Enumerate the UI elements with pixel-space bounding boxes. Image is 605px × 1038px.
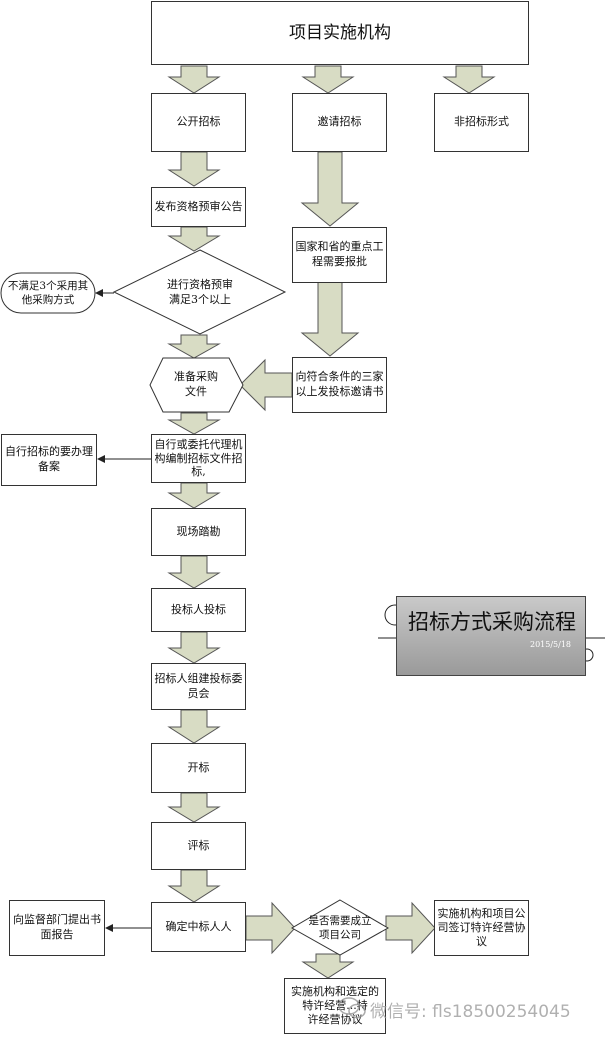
non-tender-label: 非招标形式 bbox=[454, 115, 509, 129]
open-tender-node: 公开招标 bbox=[151, 93, 246, 152]
wechat-icon bbox=[338, 997, 366, 1019]
arrow-need-company-to-sign-org bbox=[385, 901, 436, 955]
arrow-national-to-invite-send bbox=[300, 281, 360, 357]
sign-org-line3: 议 bbox=[476, 934, 487, 948]
arrow-invite-send-to-prepare bbox=[239, 358, 293, 412]
prepare-line2: 文件 bbox=[185, 385, 207, 398]
decision-diamond bbox=[112, 249, 287, 335]
national-node: 国家和省的重点工 程需要报批 bbox=[292, 227, 387, 283]
invite-tender-label: 邀请招标 bbox=[317, 115, 362, 129]
bid-label: 投标人投标 bbox=[171, 602, 226, 616]
arrow-decision-to-prepare bbox=[167, 334, 221, 359]
open-tender-label: 公开招标 bbox=[176, 115, 221, 129]
arrow-org-to-invite bbox=[301, 65, 355, 94]
sign-select-node: 实施机构和选定的 特许经营...特 许经营协议 bbox=[284, 978, 386, 1034]
need-company-diamond bbox=[290, 899, 390, 956]
sign-select-line1: 实施机构和选定的 bbox=[291, 985, 379, 999]
prepare-line1: 准备采购 bbox=[174, 370, 218, 384]
self-record-line2: 备案 bbox=[38, 460, 60, 473]
committee-line2: 员会 bbox=[187, 686, 210, 700]
thin-arrows bbox=[95, 289, 152, 932]
invite-send-line2: 以上发投标邀请书 bbox=[295, 385, 384, 398]
arrow-evaluate-to-winner bbox=[167, 869, 221, 903]
sign-org-node: 实施机构和项目公 司签订特许经营协 议 bbox=[434, 900, 529, 956]
org-label: 项目实施机构 bbox=[289, 22, 391, 43]
arrow-open-to-publish bbox=[167, 151, 221, 187]
non-tender-node: 非招标形式 bbox=[434, 93, 529, 152]
sign-select-line2: 特许经营...特 bbox=[302, 999, 368, 1013]
prepare-hexagon bbox=[149, 357, 244, 413]
publish-node: 发布资格预审公告 bbox=[151, 187, 246, 227]
compile-node: 自行或委托代理机 构编制招标文件招 标, bbox=[151, 434, 246, 483]
sign-select-line3: 许经营协议 bbox=[307, 1012, 363, 1026]
invite-tender-node: 邀请招标 bbox=[292, 93, 387, 152]
survey-node: 现场踏勘 bbox=[151, 508, 246, 556]
compile-line1: 自行或委托代理机 bbox=[154, 437, 243, 451]
decision-line1: 进行资格预审 bbox=[167, 278, 233, 292]
report-line1: 向监督部门提出书 bbox=[13, 913, 101, 927]
invite-send-line1: 向符合条件的三家 bbox=[295, 370, 384, 384]
block-arrows bbox=[167, 65, 496, 979]
alt-ellipse bbox=[0, 272, 96, 314]
need-company-text: 是否需要成立 项目公司 bbox=[296, 912, 384, 944]
alt-line1: 不满足3个采用其 bbox=[7, 279, 89, 292]
arrow-open-bid-to-evaluate bbox=[167, 792, 221, 823]
evaluate-label: 评标 bbox=[187, 838, 210, 852]
arrow-need-company-to-sign-select bbox=[301, 953, 355, 979]
need-company-line1: 是否需要成立 bbox=[308, 914, 372, 927]
report-line2: 面报告 bbox=[40, 928, 74, 941]
sign-org-line1: 实施机构和项目公 bbox=[437, 907, 526, 921]
decision-text: 进行资格预审 满足3个以上 bbox=[140, 275, 260, 311]
alt-text: 不满足3个采用其 他采购方式 bbox=[3, 275, 93, 311]
bid-node: 投标人投标 bbox=[151, 588, 246, 632]
legend-date: 2015/5/18 bbox=[530, 640, 572, 649]
arrow-org-to-open bbox=[167, 65, 221, 94]
sign-org-line2: 司签订特许经营协 bbox=[437, 921, 526, 935]
arrow-invite-to-national bbox=[300, 151, 360, 227]
open-bid-label: 开标 bbox=[187, 760, 210, 774]
winner-label: 确定中标人人 bbox=[165, 919, 232, 933]
watermark-text: 微信号: fls18500254045 bbox=[370, 1002, 571, 1022]
national-line2: 程需要报批 bbox=[312, 255, 367, 268]
publish-label: 发布资格预审公告 bbox=[154, 199, 243, 213]
arrow-survey-to-bid bbox=[167, 555, 221, 589]
decision-line2: 满足3个以上 bbox=[169, 293, 231, 306]
committee-node: 招标人组建投标委 员会 bbox=[151, 663, 246, 710]
self-record-line1: 自行招标的要办理 bbox=[5, 445, 93, 459]
report-node: 向监督部门提出书 面报告 bbox=[9, 900, 105, 956]
national-line1: 国家和省的重点工 bbox=[295, 240, 384, 254]
winner-node: 确定中标人人 bbox=[151, 902, 246, 952]
arrow-bid-to-committee bbox=[167, 631, 221, 664]
arrow-publish-to-decision bbox=[167, 226, 221, 252]
legend-box bbox=[396, 596, 586, 676]
org-node: 项目实施机构 bbox=[151, 1, 529, 65]
survey-label: 现场踏勘 bbox=[176, 524, 221, 538]
legend-title: 招标方式采购流程 bbox=[408, 610, 576, 634]
invite-send-node: 向符合条件的三家 以上发投标邀请书 bbox=[292, 357, 387, 413]
arrow-org-to-non bbox=[442, 65, 496, 94]
prepare-text: 准备采购 文件 bbox=[160, 368, 232, 402]
evaluate-node: 评标 bbox=[151, 822, 246, 870]
arrow-winner-to-need-company bbox=[245, 901, 296, 955]
need-company-line2: 项目公司 bbox=[319, 929, 361, 941]
open-bid-node: 开标 bbox=[151, 743, 246, 793]
arrow-committee-to-open-bid bbox=[167, 709, 221, 744]
arrow-prepare-to-compile bbox=[167, 412, 221, 435]
self-record-node: 自行招标的要办理 备案 bbox=[1, 434, 97, 486]
arrow-compile-to-survey bbox=[167, 482, 221, 509]
alt-line2: 他采购方式 bbox=[21, 294, 75, 306]
compile-line3: 标, bbox=[191, 465, 206, 479]
committee-line1: 招标人组建投标委 bbox=[154, 671, 243, 685]
compile-line2: 构编制招标文件招 bbox=[154, 451, 243, 465]
